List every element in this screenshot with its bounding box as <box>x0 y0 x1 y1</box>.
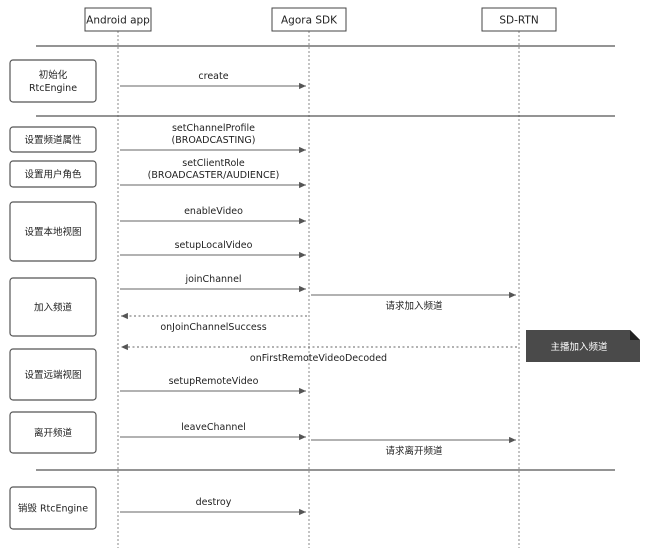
message-leavechannel: leaveChannel <box>120 422 306 441</box>
step-box-7: 离开频道 <box>9 411 97 454</box>
step-box-5: 加入频道 <box>9 277 97 337</box>
step-box-frame <box>9 59 97 103</box>
step-box-frame <box>9 411 97 454</box>
message-label: setupLocalVideo <box>175 240 253 251</box>
step-label: 设置远端视图 <box>24 369 81 381</box>
actor-label: Agora SDK <box>281 15 338 27</box>
message-onfirstremotevideodecoded: onFirstRemoteVideoDecoded <box>121 343 517 364</box>
message-label: setupRemoteVideo <box>169 376 259 387</box>
actor-box <box>481 7 557 32</box>
actor-box <box>84 7 152 32</box>
message-label: joinChannel <box>184 274 241 285</box>
message-onjoinchannelsuccess: onJoinChannelSuccess <box>121 312 307 333</box>
note-fold <box>630 330 640 340</box>
step-box-frame <box>9 486 97 530</box>
note-host-joins: 主播加入频道 <box>526 330 640 362</box>
actor-label: Android app <box>86 15 150 27</box>
step-box-8: 销毁 RtcEngine <box>9 486 97 530</box>
step-label: 离开频道 <box>34 427 73 439</box>
step-label: 加入频道 <box>34 302 73 314</box>
step-box-6: 设置远端视图 <box>9 348 97 401</box>
message-label: setChannelProfile(BROADCASTING) <box>172 123 256 146</box>
actor-agora-sdk: Agora SDK <box>271 7 347 32</box>
message-label: 请求离开频道 <box>385 445 443 457</box>
message-label: setClientRole(BROADCASTER/AUDIENCE) <box>148 158 280 181</box>
step-label: 设置本地视图 <box>24 226 81 238</box>
actor-android-app: Android app <box>84 7 152 32</box>
message-destroy: destroy <box>120 497 306 516</box>
message-label: destroy <box>196 497 232 508</box>
step-box-2: 设置频道属性 <box>9 126 97 153</box>
message-label: enableVideo <box>184 206 243 217</box>
message-label: onJoinChannelSuccess <box>160 322 266 333</box>
message-label: create <box>198 71 228 82</box>
message-setupremotevideo: setupRemoteVideo <box>120 376 306 395</box>
step-box-frame <box>9 126 97 153</box>
message-enablevideo: enableVideo <box>120 206 306 225</box>
message-label: 请求加入频道 <box>385 300 443 312</box>
note-box <box>526 330 640 362</box>
step-label: 设置频道属性 <box>24 134 82 146</box>
step-box-4: 设置本地视图 <box>9 201 97 262</box>
step-box-frame <box>9 348 97 401</box>
step-label: 设置用户角色 <box>24 169 82 181</box>
message-item: 请求离开频道 <box>311 436 516 457</box>
step-label: 销毁 RtcEngine <box>18 503 88 515</box>
note-label: 主播加入频道 <box>550 341 608 353</box>
message-setchannelprofile-broadcasting: setChannelProfile(BROADCASTING) <box>120 123 306 154</box>
step-box-frame <box>9 277 97 337</box>
message-label: onFirstRemoteVideoDecoded <box>250 353 387 364</box>
actor-box <box>271 7 347 32</box>
step-box-frame <box>9 160 97 188</box>
step-box-3: 设置用户角色 <box>9 160 97 188</box>
message-label: leaveChannel <box>181 422 246 433</box>
message-setclientrole-broadcaster-audience: setClientRole(BROADCASTER/AUDIENCE) <box>120 158 306 189</box>
step-box-frame <box>9 201 97 262</box>
actor-label: SD-RTN <box>499 15 538 27</box>
message-joinchannel: joinChannel <box>120 274 306 293</box>
actor-sd-rtn: SD-RTN <box>481 7 557 32</box>
message-item: 请求加入频道 <box>311 291 516 312</box>
message-create: create <box>120 71 306 90</box>
message-setuplocalvideo: setupLocalVideo <box>120 240 306 259</box>
